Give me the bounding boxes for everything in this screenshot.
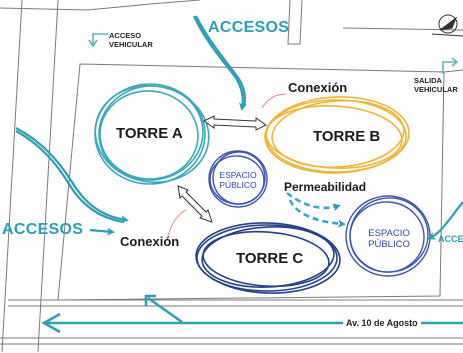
vehicle-exit-line2: VEHICULAR [414, 85, 458, 94]
tower-b-circle [264, 96, 410, 174]
street-label: Av. 10 de Agosto [343, 318, 421, 328]
access-label-left: ACCESOS [2, 221, 84, 238]
vehicle-entry-line1: ACCESO [109, 31, 142, 40]
vehicle-exit-line1: SALIDA [414, 76, 442, 85]
public-space-right-label: ESPACIO PÚBLICO [364, 228, 414, 250]
access-arrow-top [193, 15, 247, 111]
vehicle-exit-label: SALIDA VEHICULAR [414, 76, 458, 94]
access-arrow-left [15, 127, 129, 236]
public-space-left-circle [208, 150, 268, 208]
tower-c-circle [195, 222, 341, 294]
vehicle-entry-line2: VEHICULAR [109, 40, 153, 49]
permeability-label: Permeabilidad [284, 180, 367, 194]
connection-label-bottom: Conexión [120, 234, 180, 249]
connection-label-top: Conexión [288, 80, 348, 95]
connection-arrow-a-b [203, 115, 267, 131]
public-space-left-line2: PÚBLICO [219, 180, 257, 190]
vehicle-entry-label: ACCESO VEHICULAR [109, 31, 153, 49]
permeability-arrow [286, 191, 346, 228]
tower-a-label: TORRE A [116, 125, 183, 142]
tower-a-circle [94, 83, 210, 185]
access-label-top: ACCESOS [208, 19, 290, 36]
access-arrow-right [427, 201, 463, 240]
annotation-leader-lines [167, 93, 287, 237]
vehicle-exit-arrow-icon [442, 57, 459, 74]
tower-b-label: TORRE B [313, 128, 381, 145]
public-space-left-line1: ESPACIO [219, 170, 257, 180]
access-label-right: ACCE [438, 234, 463, 244]
north-arrow-icon [431, 14, 463, 37]
vehicle-entry-arrow-icon [88, 33, 108, 48]
public-space-right-line2: PÚBLICO [368, 239, 410, 250]
connection-arrow-a-c [177, 185, 213, 223]
public-space-left-label: ESPACIO PÚBLICO [214, 170, 262, 190]
tower-c-label: TORRE C [236, 250, 304, 267]
public-space-right-line1: ESPACIO [368, 228, 410, 239]
